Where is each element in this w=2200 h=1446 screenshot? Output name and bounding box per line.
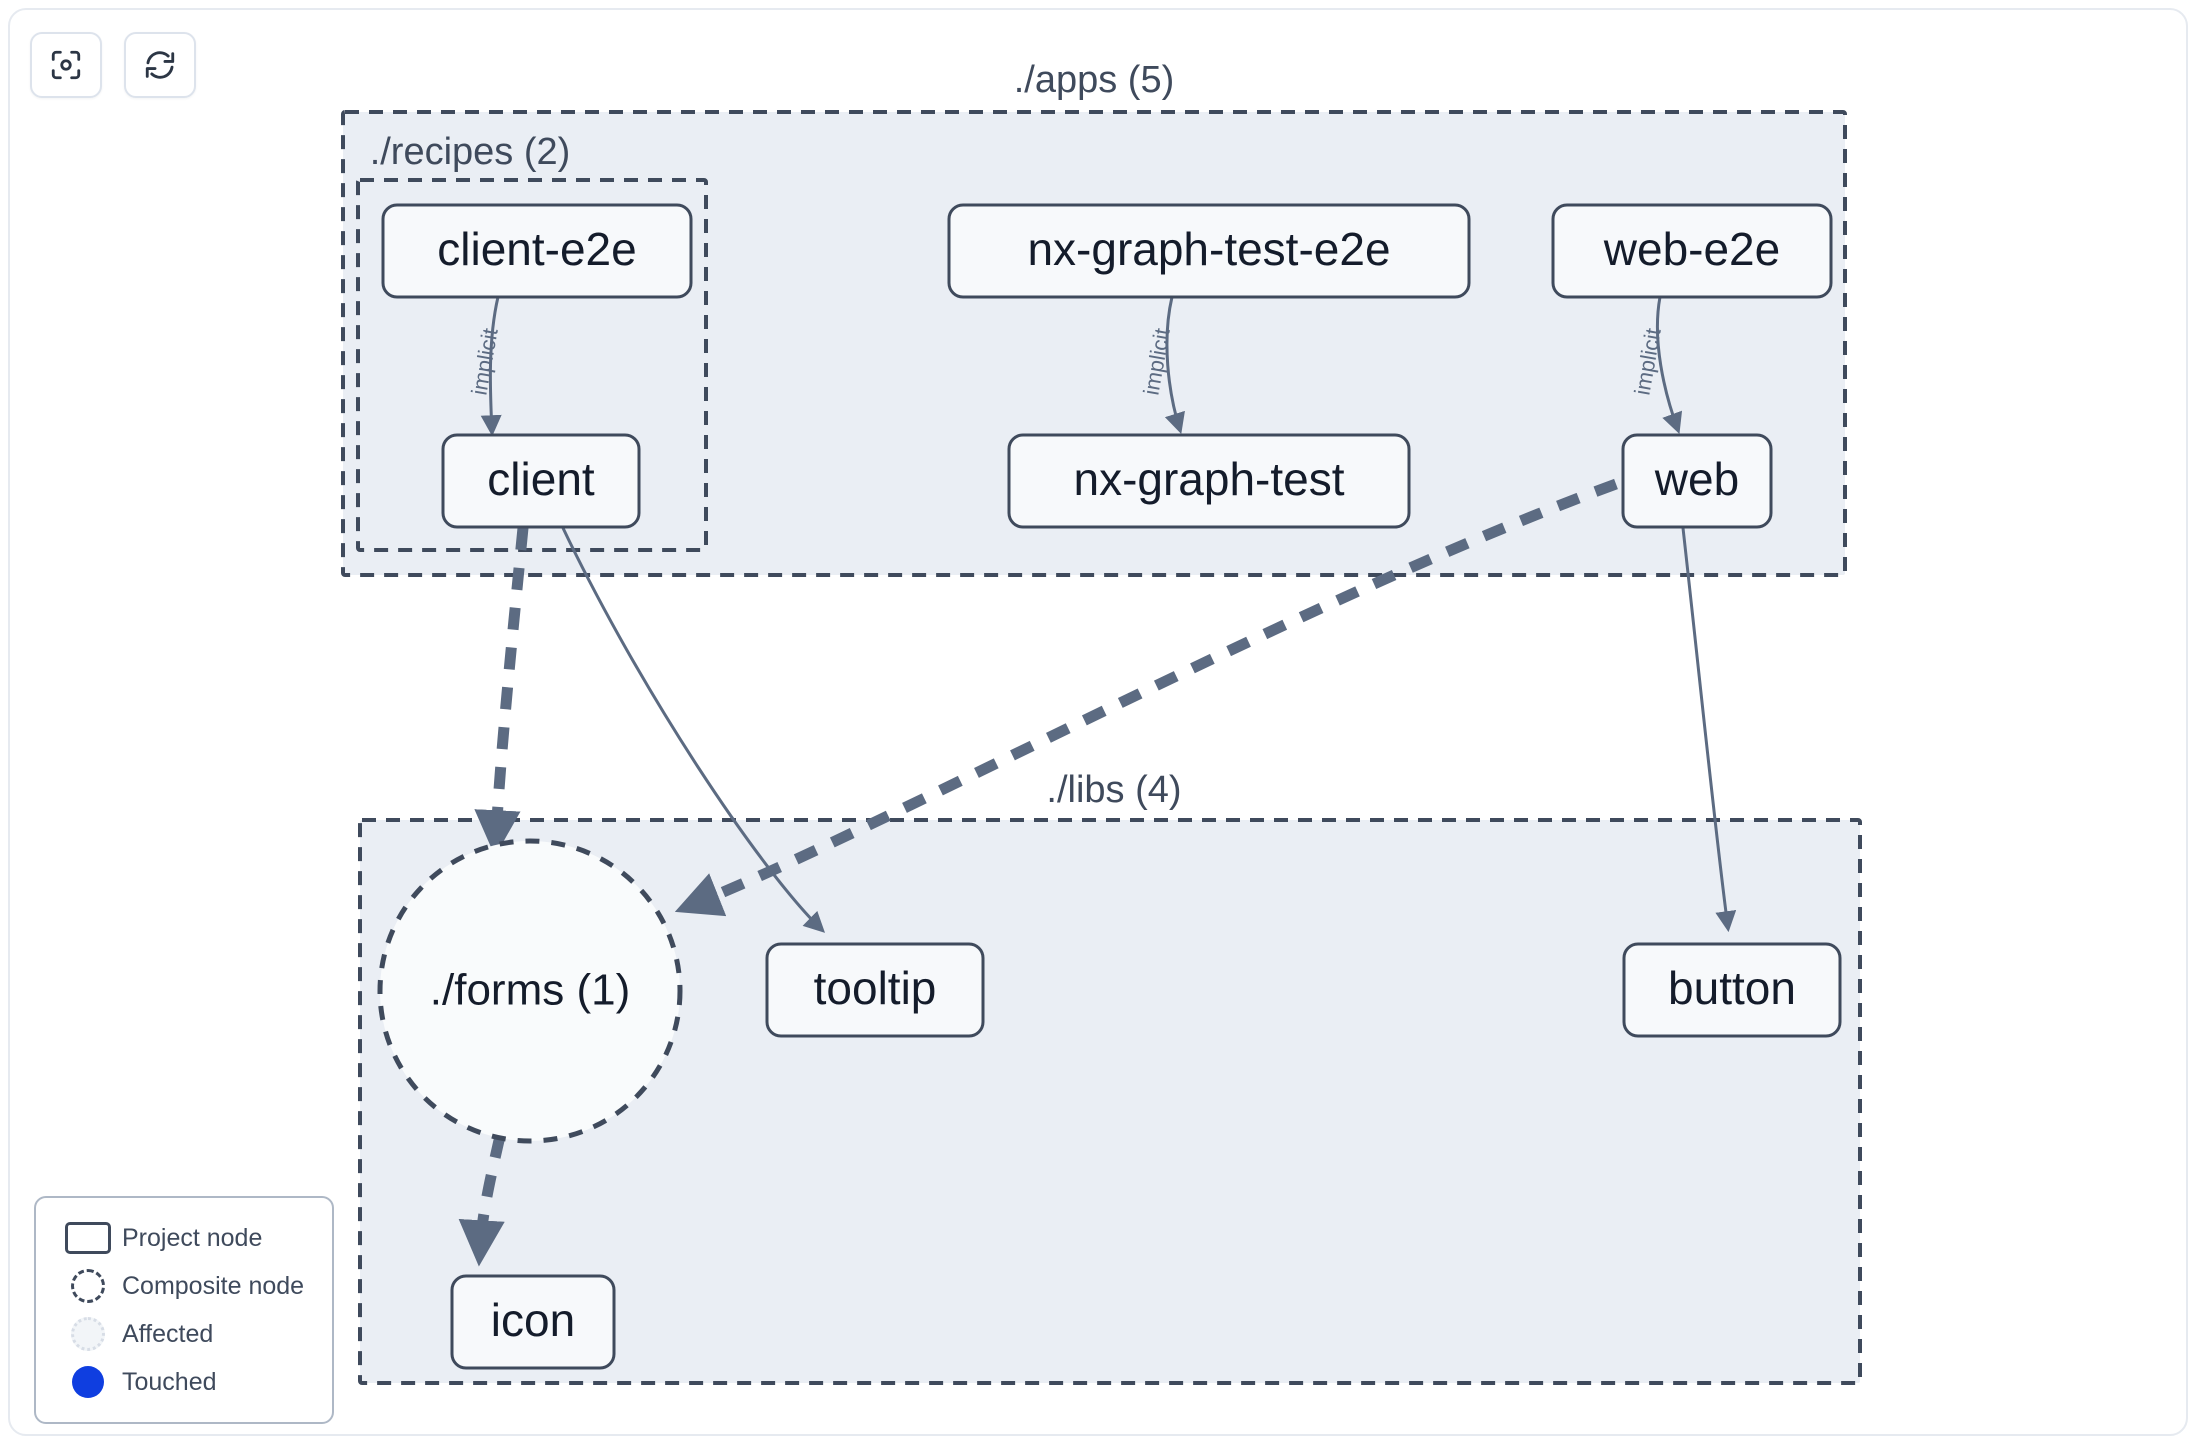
graph-node-icon[interactable]: icon xyxy=(450,1274,616,1370)
legend-label: Touched xyxy=(122,1367,217,1396)
node-label: tooltip xyxy=(814,962,937,1014)
composite-node-forms[interactable]: ./forms (1) xyxy=(377,838,683,1144)
node-box[interactable] xyxy=(381,203,693,299)
graph-node-button[interactable]: button xyxy=(1622,942,1842,1038)
list-item: Affected xyxy=(54,1310,314,1358)
composite-label: ./forms (1) xyxy=(430,966,630,1015)
touched-swatch xyxy=(54,1366,122,1398)
edge-forms__icon[interactable] xyxy=(458,1134,506,1267)
list-item: Project node xyxy=(54,1214,314,1262)
group-boxes xyxy=(341,110,1862,1385)
edge-web__button[interactable] xyxy=(1681,527,1737,933)
edge-client__forms[interactable] xyxy=(474,527,529,857)
legend-label: Project node xyxy=(122,1223,263,1252)
node-box[interactable] xyxy=(1007,433,1411,529)
project-node-swatch xyxy=(54,1222,122,1254)
graph-node-web[interactable]: web xyxy=(1621,433,1773,529)
node-box[interactable] xyxy=(441,433,641,529)
node-label: client-e2e xyxy=(437,223,636,275)
node-box[interactable] xyxy=(1621,433,1773,529)
list-item: Touched xyxy=(54,1358,314,1406)
graph-legend: Project node Composite node Affected Tou… xyxy=(34,1196,334,1424)
list-item: Composite node xyxy=(54,1262,314,1310)
edge-nx-graph-test-e2e__nx-graph-test[interactable] xyxy=(1164,296,1185,435)
node-label: client xyxy=(487,453,595,505)
node-label: button xyxy=(1668,962,1796,1014)
node-label: nx-graph-test-e2e xyxy=(1027,223,1390,275)
group-labels: ./apps (5) ./recipes (2) ./libs (4) xyxy=(370,59,1182,811)
graph-node-tooltip[interactable]: tooltip xyxy=(765,942,985,1038)
graph-node-web-e2e[interactable]: web-e2e xyxy=(1551,203,1833,299)
node-box[interactable] xyxy=(947,203,1471,299)
composite-node-swatch xyxy=(54,1269,122,1303)
group-label-recipes: ./recipes (2) xyxy=(370,131,571,173)
refresh-icon xyxy=(143,48,177,82)
group-label-libs: ./libs (4) xyxy=(1046,769,1181,811)
graph-node-client-e2e[interactable]: client-e2e xyxy=(381,203,693,299)
legend-label: Composite node xyxy=(122,1271,305,1300)
focus-target-icon xyxy=(49,48,83,82)
composite-circle[interactable] xyxy=(377,838,683,1144)
node-label: web-e2e xyxy=(1603,223,1780,275)
group-box-libs[interactable] xyxy=(358,818,1862,1385)
edge-client__tooltip[interactable] xyxy=(561,527,826,933)
graph-node-client[interactable]: client xyxy=(441,433,641,529)
node-label: nx-graph-test xyxy=(1073,453,1344,505)
edge-client-e2e__client[interactable] xyxy=(480,296,502,437)
node-box[interactable] xyxy=(765,942,985,1038)
focus-graph-button[interactable] xyxy=(30,32,102,98)
graph-toolbar xyxy=(30,32,196,98)
legend-label: Affected xyxy=(122,1319,214,1348)
node-label: icon xyxy=(491,1294,575,1346)
node-box[interactable] xyxy=(1622,942,1842,1038)
node-label: web xyxy=(1654,453,1739,505)
group-label-apps: ./apps (5) xyxy=(1014,59,1175,101)
nodes-layer: client-e2e nx-graph-test-e2e web-e2e client… xyxy=(377,203,1842,1370)
refresh-graph-button[interactable] xyxy=(124,32,196,98)
affected-swatch xyxy=(54,1317,122,1351)
graph-node-nx-graph-test[interactable]: nx-graph-test xyxy=(1007,433,1411,529)
node-box[interactable] xyxy=(450,1274,616,1370)
edge-web-e2e__web[interactable] xyxy=(1655,296,1683,434)
graph-node-nx-graph-test-e2e[interactable]: nx-graph-test-e2e xyxy=(947,203,1471,299)
node-box[interactable] xyxy=(1551,203,1833,299)
